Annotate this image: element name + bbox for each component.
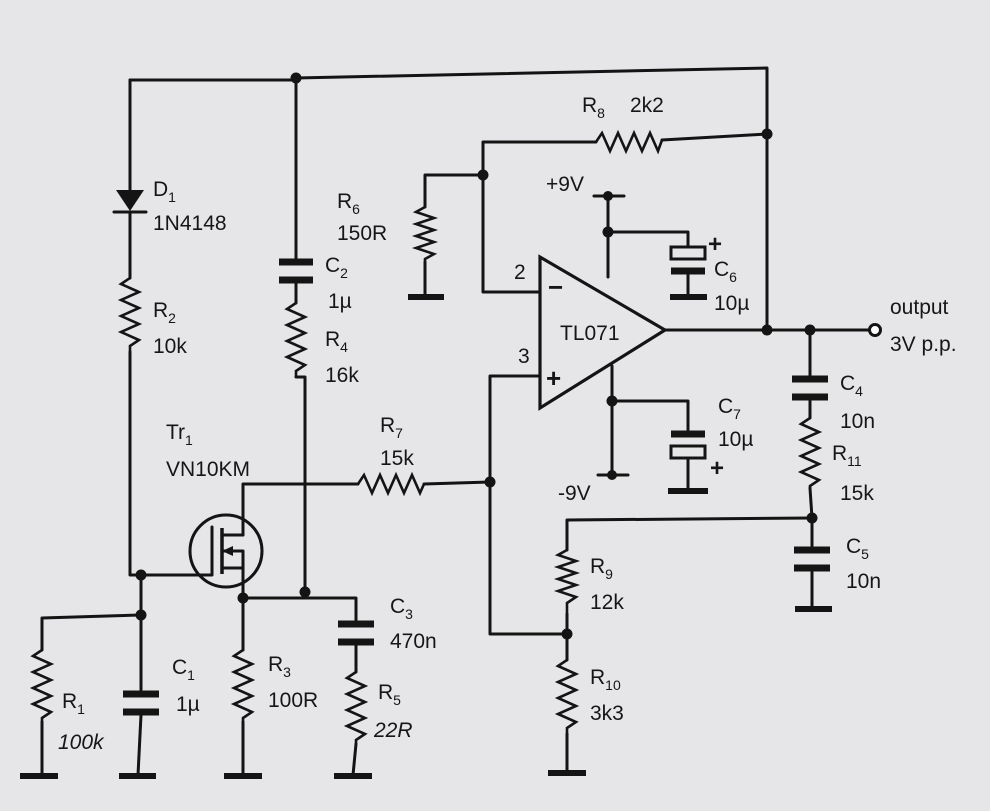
- capacitor-c7: [669, 430, 707, 460]
- r11-value-label: 15k: [840, 482, 874, 505]
- c7-name-label: C7: [718, 395, 741, 422]
- r3-value-label: 100R: [268, 689, 318, 712]
- resistor-r6: [411, 205, 439, 262]
- opamp-plus-label: +: [546, 363, 561, 393]
- r11-name-label: R11: [832, 442, 862, 469]
- c2-value-label: 1µ: [328, 290, 352, 313]
- resistor-r10: [554, 658, 580, 734]
- r5-value-label: 22R: [373, 719, 413, 742]
- r10-value-label: 3k3: [590, 702, 624, 725]
- resistor-r9: [553, 548, 581, 614]
- d1-name-label: D1: [153, 178, 176, 205]
- resistor-r1: [29, 648, 55, 722]
- capacitor-c6: [669, 245, 707, 275]
- r3-name-label: R3: [268, 653, 291, 680]
- output-label: output: [890, 296, 949, 319]
- r10-name-label: R10: [590, 666, 621, 693]
- r9-name-label: R9: [590, 555, 613, 582]
- resistor-r11: [797, 416, 823, 488]
- r6-name-label: R6: [337, 190, 360, 217]
- c6-plus-label: +: [708, 231, 722, 258]
- c3-name-label: C3: [390, 595, 413, 622]
- resistor-r8: [594, 129, 664, 155]
- r8-name-label: R8: [582, 94, 605, 121]
- tr1-name-label: Tr1: [166, 421, 193, 448]
- c7-value-label: 10µ: [718, 428, 753, 451]
- c4-name-label: C4: [840, 372, 863, 399]
- output-level-label: 3V p.p.: [890, 333, 957, 356]
- grounds: [20, 294, 832, 779]
- neg-supply-label: -9V: [558, 482, 591, 505]
- pin-2-label: 2: [514, 261, 526, 284]
- opamp-type-label: TL071: [560, 322, 620, 345]
- c7-plus-label: +: [710, 455, 724, 482]
- wires: [40, 66, 872, 777]
- opamp-minus-label: −: [548, 272, 563, 302]
- d1-value-label: 1N4148: [153, 212, 227, 235]
- c6-name-label: C6: [714, 258, 737, 285]
- transistor-tr1: [188, 513, 264, 589]
- r8-value-label: 2k2: [630, 94, 664, 117]
- c6-value-label: 10µ: [714, 292, 749, 315]
- r7-value-label: 15k: [380, 447, 414, 470]
- capacitor-c3: [338, 620, 374, 646]
- resistor-r3: [230, 648, 256, 722]
- r6-value-label: 150R: [337, 222, 387, 245]
- r1-name-label: R1: [62, 690, 85, 717]
- resistor-r5: [343, 670, 369, 744]
- r1-value-label: 100k: [58, 731, 105, 754]
- resistor-r4: [283, 301, 309, 377]
- capacitor-c5: [794, 546, 830, 572]
- c5-value-label: 10n: [846, 570, 881, 593]
- pos-supply-label: +9V: [546, 173, 584, 196]
- capacitor-c2: [279, 258, 313, 284]
- c1-name-label: C1: [172, 656, 195, 683]
- diode-d1: [112, 190, 148, 214]
- tr1-value-label: VN10KM: [166, 458, 250, 481]
- c2-name-label: C2: [325, 254, 348, 281]
- r4-value-label: 16k: [325, 364, 359, 387]
- r9-value-label: 12k: [590, 591, 624, 614]
- resistor-r2: [117, 276, 143, 352]
- output-terminal: [868, 323, 882, 337]
- opamp-tl071: [538, 254, 669, 411]
- c4-value-label: 10n: [840, 410, 875, 433]
- junctions: [135, 72, 818, 640]
- c3-value-label: 470n: [390, 630, 437, 653]
- resistor-r7: [356, 471, 426, 497]
- r7-name-label: R7: [380, 414, 403, 441]
- capacitor-c1: [123, 690, 159, 716]
- c1-value-label: 1µ: [176, 693, 200, 716]
- pin-3-label: 3: [518, 345, 530, 368]
- r5-name-label: R5: [378, 681, 401, 708]
- r2-value-label: 10k: [153, 335, 187, 358]
- c5-name-label: C5: [846, 535, 869, 562]
- r4-name-label: R4: [325, 328, 348, 355]
- r2-name-label: R2: [153, 299, 176, 326]
- capacitor-c4: [792, 375, 828, 401]
